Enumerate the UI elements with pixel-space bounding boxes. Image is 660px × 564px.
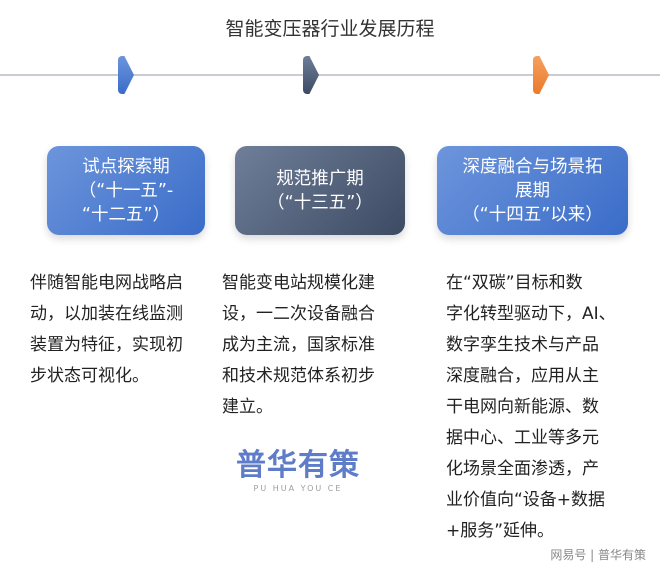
stage-box-3: 深度融合与场景拓 展期 （“十四五”以来） [437, 146, 628, 235]
footer-credit: 网易号 | 普华有策 [550, 548, 646, 562]
stage-box-1: 试点探索期 （“十一五”- “十二五”） [47, 146, 205, 235]
watermark-text: 普华有策 [236, 448, 360, 483]
stage-description-3: 在“双碳”目标和数 字化转型驱动下，AI、 数字孪生技术与产品 深度融合，应用从… [446, 273, 616, 541]
stage-name: 试点探索期 [82, 156, 170, 177]
stage-description-2: 智能变电站规模化建 设，一二次设备融合 成为主流，国家标准 和技术规范体系初步 … [222, 273, 375, 417]
stage-description-1: 伴随智能电网战略启 动，以加装在线监测 装置为特征，实现初 步状态可视化。 [30, 273, 183, 386]
timeline-marker-2-icon [303, 56, 319, 94]
stage-period: （“十四五”以来） [462, 204, 603, 225]
stage-box-2: 规范推广期 （“十三五”） [235, 146, 405, 235]
stage-period: （“十一五”- “十二五”） [78, 180, 174, 225]
watermark-subtext: PU HUA YOU CE [253, 484, 343, 493]
page-title: 智能变压器行业发展历程 [225, 18, 435, 40]
stage-period: （“十三五”） [267, 192, 373, 213]
timeline-line [0, 74, 660, 76]
stage-name: 规范推广期 [276, 168, 364, 189]
timeline-marker-1-icon [118, 56, 134, 94]
timeline-marker-3-icon [533, 56, 549, 94]
stage-name: 深度融合与场景拓 展期 [462, 156, 603, 201]
